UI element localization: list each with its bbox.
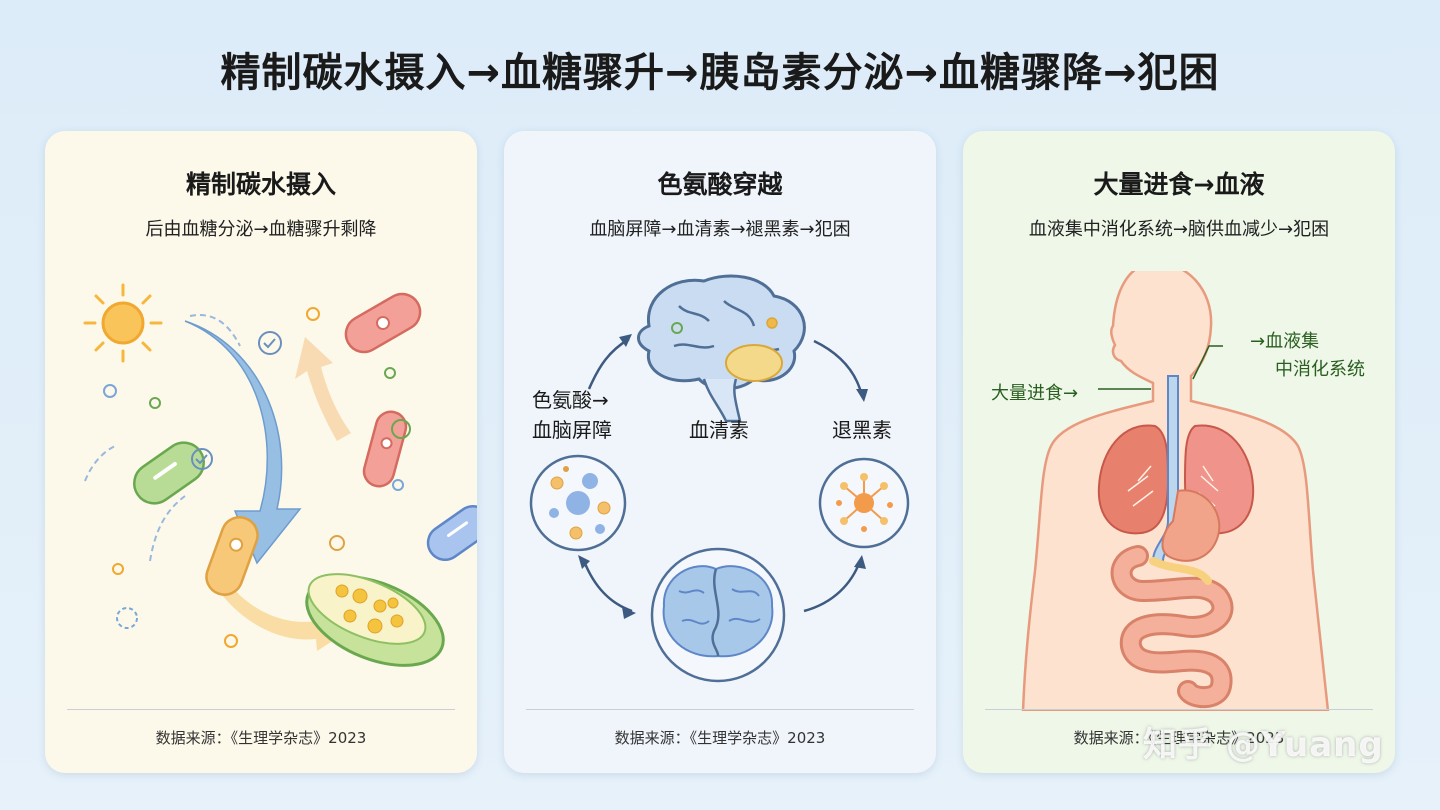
bacteria-blue <box>426 504 477 562</box>
card-tryptophan: 色氨酸穿越 血脑屏障→血清素→褪黑素→犯困 <box>504 131 936 773</box>
source-citation: 数据来源：《生理学杂志》2023 <box>1073 729 1285 747</box>
bacteria-red-small <box>362 410 408 488</box>
label-blood-line1: →血液集 <box>1250 331 1320 352</box>
page-title: 精制碳水摄入→血糖骤升→胰岛素分泌→血糖骤降→犯困 <box>220 50 1220 96</box>
intestines-icon <box>1110 545 1234 709</box>
bacteria-red <box>344 292 422 354</box>
card-divider <box>985 709 1373 710</box>
label-tryptophan-line1: 色氨酸→ <box>532 388 609 412</box>
absorption-arrow <box>213 571 345 651</box>
source-citation: 数据来源：《生理学杂志》2023 <box>614 729 826 747</box>
card-title: 色氨酸穿越 <box>657 170 783 199</box>
sun-icon <box>83 283 163 363</box>
watermark: 知乎 @Yuang <box>1143 725 1384 765</box>
melatonin-circle <box>818 457 910 549</box>
card-divider <box>67 709 455 710</box>
card-subtitle: 血液集中消化系统→脑供血减少→犯困 <box>1028 219 1330 240</box>
label-melatonin: 退黑素 <box>832 418 892 442</box>
brain-cross-section-icon <box>650 547 786 683</box>
label-tryptophan-line2: 血脑屏障 <box>532 418 612 442</box>
blood-sugar-drop-arrow <box>184 320 302 565</box>
label-serotonin: 血清素 <box>689 418 749 442</box>
card-title: 大量进食→血液 <box>1093 170 1265 199</box>
stomach-icon <box>1161 489 1221 562</box>
cell-icon <box>305 573 445 667</box>
brain-icon <box>637 274 806 423</box>
tryptophan-cycle-diagram <box>529 274 910 683</box>
tryptophan-circle <box>529 454 627 552</box>
label-large-meal: 大量进食→ <box>991 383 1079 404</box>
label-blood-line2: 中消化系统 <box>1275 359 1365 380</box>
arrow-bottom-right <box>803 560 862 613</box>
card-divider <box>526 709 914 710</box>
card-subtitle: 血脑屏障→血清素→褪黑素→犯困 <box>589 219 851 240</box>
carbs-illustration <box>83 283 477 667</box>
arrow-bottom-left <box>582 560 633 613</box>
source-citation: 数据来源：《生理学杂志》2023 <box>155 729 367 747</box>
bacteria-green <box>133 441 205 505</box>
arrow-down-right <box>813 339 864 397</box>
card-title: 精制碳水摄入 <box>185 170 336 199</box>
card-subtitle: 后由血糖分泌→血糖骤升剩降 <box>145 219 377 240</box>
digestive-system-illustration <box>1021 271 1330 711</box>
card-large-meal: 大量进食→血液 血液集中消化系统→脑供血减少→犯困 大量进食→ →血液集 中消化… <box>963 131 1395 773</box>
arrow-up-left <box>587 337 630 390</box>
card-refined-carbs: 精制碳水摄入 后由血糖分泌→血糖骤升剩降 <box>45 131 477 773</box>
bacteria-orange <box>205 516 259 596</box>
